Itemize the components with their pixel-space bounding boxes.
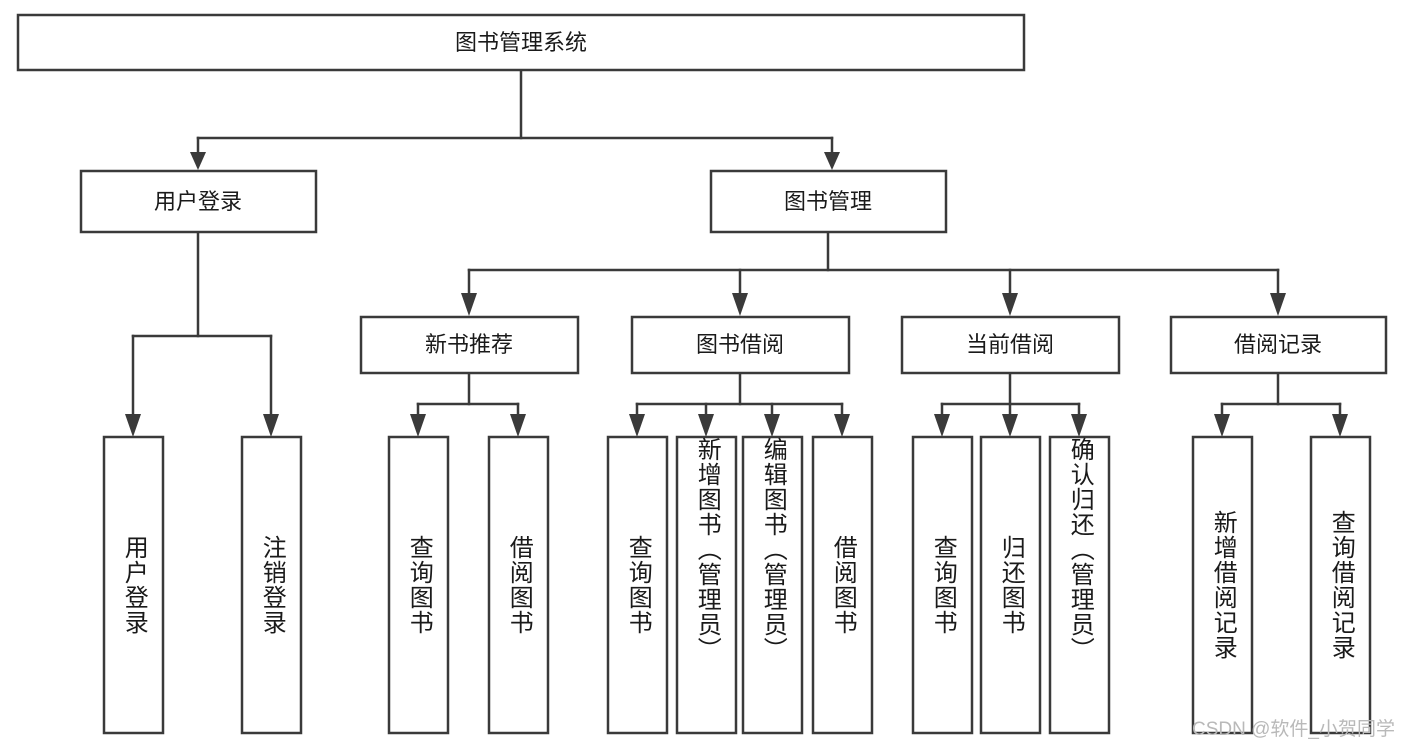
node-current-borrow-label: 当前借阅 <box>966 332 1054 357</box>
node-current-borrow[interactable]: 当前借阅 <box>900 315 1121 375</box>
connector-group-borrow-record <box>1214 372 1348 437</box>
arrow-head-currentborrow-leaf3 <box>1071 414 1087 437</box>
arrow-head-newbook-leaf2 <box>510 414 526 437</box>
arrow-head-borrow-record <box>1270 293 1286 316</box>
node-book-manage-label: 图书管理 <box>784 189 872 214</box>
leaf-box-newbook-borrow-book[interactable] <box>487 435 550 735</box>
connector-group-current-borrow <box>934 372 1087 437</box>
arrow-head-book-manage <box>824 152 840 170</box>
node-user-login-rect[interactable] <box>79 169 318 234</box>
leaf-box-user-login[interactable] <box>102 435 165 735</box>
arrow-head-borrowrecord-leaf2 <box>1332 414 1348 437</box>
node-borrow-record-rect[interactable] <box>1169 315 1388 375</box>
arrow-head-current-borrow <box>1002 293 1018 316</box>
node-new-book-recommend-label: 新书推荐 <box>425 332 513 357</box>
arrow-head-new-book <box>461 293 477 316</box>
arrow-head-bookborrow-leaf1 <box>629 414 645 437</box>
arrow-head-bookborrow-leaf4 <box>834 414 850 437</box>
node-borrow-record-label: 借阅记录 <box>1234 332 1322 357</box>
connector-group-root <box>190 68 840 170</box>
node-new-book-recommend-rect[interactable] <box>359 315 580 375</box>
leaf-box-bookborrow-edit-book[interactable] <box>741 435 804 735</box>
leaf-boxes <box>102 435 1372 735</box>
leaf-box-bookborrow-add-book[interactable] <box>675 435 738 735</box>
node-current-borrow-rect[interactable] <box>900 315 1121 375</box>
node-user-login[interactable]: 用户登录 <box>79 169 318 234</box>
arrow-head-leaf-user-login <box>125 414 141 437</box>
node-book-manage[interactable]: 图书管理 <box>709 169 948 234</box>
leaf-box-currentborrow-return-book[interactable] <box>979 435 1042 735</box>
arrow-head-currentborrow-leaf2 <box>1002 414 1018 437</box>
node-book-borrow-rect[interactable] <box>630 315 851 375</box>
leaf-box-borrowrecord-add-record[interactable] <box>1191 435 1254 735</box>
connector-group-book-borrow <box>629 372 850 437</box>
arrow-head-leaf-user-logout <box>263 414 279 437</box>
arrow-head-bookborrow-leaf2 <box>698 414 714 437</box>
node-book-borrow[interactable]: 图书借阅 <box>630 315 851 375</box>
arrow-head-book-borrow <box>732 293 748 316</box>
node-user-login-label: 用户登录 <box>154 189 242 214</box>
node-root-rect[interactable] <box>16 13 1026 72</box>
leaf-box-bookborrow-query-book[interactable] <box>606 435 669 735</box>
leaf-box-bookborrow-borrow-book[interactable] <box>811 435 874 735</box>
node-root[interactable]: 图书管理系统 <box>16 13 1026 72</box>
arrow-head-newbook-leaf1 <box>410 414 426 437</box>
leaf-box-currentborrow-query-book[interactable] <box>911 435 974 735</box>
connector-group-new-book <box>410 372 526 437</box>
connector-group-user-login <box>125 230 279 437</box>
arrow-head-currentborrow-leaf1 <box>934 414 950 437</box>
node-borrow-record[interactable]: 借阅记录 <box>1169 315 1388 375</box>
node-book-manage-rect[interactable] <box>709 169 948 234</box>
connector-group-book-manage <box>461 230 1286 316</box>
arrow-head-bookborrow-leaf3 <box>764 414 780 437</box>
leaf-box-borrowrecord-query-record[interactable] <box>1309 435 1372 735</box>
leaf-box-user-logout[interactable] <box>240 435 303 735</box>
leaf-box-currentborrow-confirm-return[interactable] <box>1048 435 1111 735</box>
node-root-label: 图书管理系统 <box>455 30 587 55</box>
node-book-borrow-label: 图书借阅 <box>696 332 784 357</box>
arrow-head-borrowrecord-leaf1 <box>1214 414 1230 437</box>
node-new-book-recommend[interactable]: 新书推荐 <box>359 315 580 375</box>
arrow-head-user-login <box>190 152 206 170</box>
leaf-box-newbook-query-book[interactable] <box>387 435 450 735</box>
